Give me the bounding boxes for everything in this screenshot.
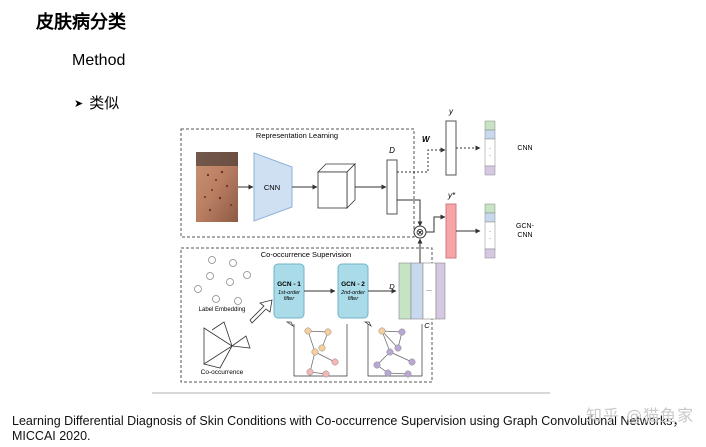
gcn-2-sub2: filter <box>348 296 360 302</box>
d-label-matrix: D <box>389 282 395 291</box>
graph-1 <box>293 324 348 378</box>
output-dot-2: · <box>489 153 491 159</box>
cooccurrence-graph-glyph <box>203 321 251 369</box>
watermark: 知乎 @猫鱼家 <box>586 406 695 425</box>
gcn-1-sub1: 1st-order <box>278 290 301 296</box>
bullet-item: ➤ 类似 <box>74 92 119 113</box>
graph-2 <box>367 324 423 378</box>
section-subtitle: Method <box>72 52 126 69</box>
representation-learning-box <box>180 128 415 238</box>
skin-photo-shadow <box>196 152 238 166</box>
d-label: D <box>389 146 395 155</box>
arrow-otimes-ystar <box>426 214 446 233</box>
output-column-cnn <box>484 120 496 176</box>
gcn-1-sub2: filter <box>284 296 296 302</box>
y-label: y <box>448 107 454 116</box>
output-dot-1: · <box>489 146 491 152</box>
cnn-block <box>253 152 293 222</box>
output-column-gcn <box>484 203 496 259</box>
output-dot-4: · <box>489 236 491 242</box>
arrow-into-gcn <box>249 299 273 324</box>
gcn-2-title: GCN - 2 <box>341 281 365 288</box>
output-gcn-label-1: GCN- <box>516 223 535 230</box>
figure-caption: Learning Differential Diagnosis of Skin … <box>12 414 686 443</box>
output-dot-3: · <box>489 229 491 235</box>
label-embedding-nodes <box>194 256 251 305</box>
bullet-text: 类似 <box>89 94 120 112</box>
output-cnn-label: CNN <box>517 145 532 152</box>
arrow-down-1 <box>285 321 294 328</box>
c-label: C <box>424 321 430 330</box>
cooccurrence-label: Co-occurrence <box>201 369 244 376</box>
output-vector-y-star <box>445 203 457 259</box>
page-title: 皮肤病分类 <box>36 12 126 33</box>
label-embedding-label: Label Embedding <box>199 307 246 313</box>
w-label: W <box>422 135 431 144</box>
arrow-bullet-icon: ➤ <box>74 97 84 110</box>
cnn-label: CNN <box>264 183 280 192</box>
gcn-1-title: GCN - 1 <box>277 281 301 288</box>
output-gcn-label-2: CNN <box>517 232 532 239</box>
feature-vector-d <box>386 159 398 215</box>
arrow-w <box>397 147 446 173</box>
skin-spots <box>204 170 232 212</box>
output-vector-y <box>445 120 457 176</box>
feature-cube <box>317 163 356 209</box>
method-diagram: Representation Learning CNN D W y · · CN… <box>152 107 550 394</box>
y-star-label: y* <box>447 191 456 200</box>
matrix-ellipsis: ... <box>426 286 432 293</box>
gcn-2-sub1: 2nd-order <box>340 290 366 296</box>
cooccurrence-supervision-box <box>180 247 433 383</box>
cooccurrence-supervision-label: Co-occurrence Supervision <box>261 250 351 259</box>
label-matrix <box>398 262 446 320</box>
arrow-d-otimes <box>397 199 423 227</box>
otimes-symbol: ⊗ <box>416 228 424 239</box>
representation-learning-label: Representation Learning <box>256 131 338 140</box>
